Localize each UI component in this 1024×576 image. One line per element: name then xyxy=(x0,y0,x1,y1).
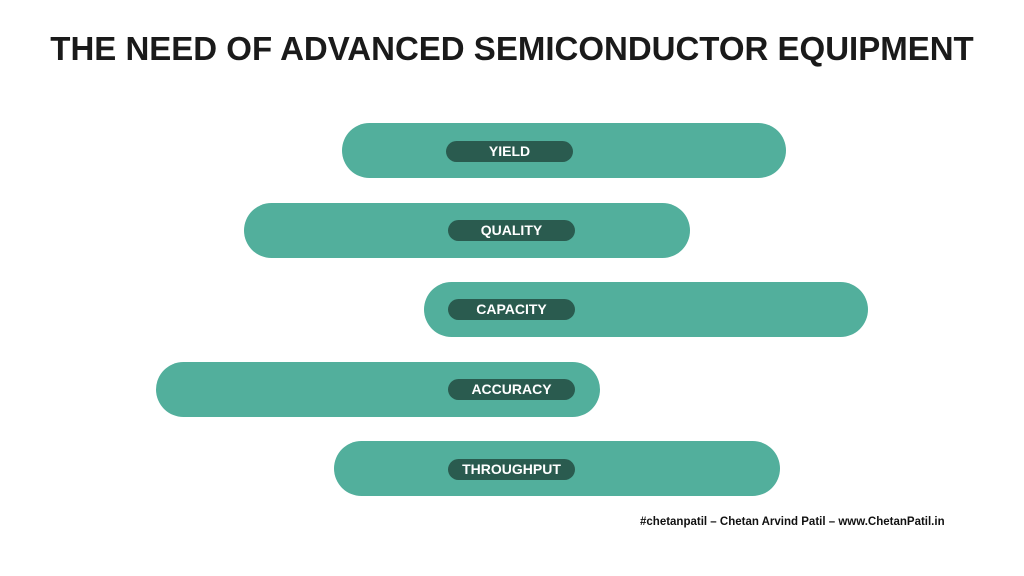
slide-title: THE NEED OF ADVANCED SEMICONDUCTOR EQUIP… xyxy=(50,30,974,67)
label-quality: QUALITY xyxy=(448,220,575,241)
footer-credit: #chetanpatil – Chetan Arvind Patil – www… xyxy=(640,516,945,528)
label-throughput: THROUGHPUT xyxy=(448,459,575,480)
label-accuracy: ACCURACY xyxy=(448,379,575,400)
label-capacity: CAPACITY xyxy=(448,299,575,320)
label-yield: YIELD xyxy=(446,141,573,162)
